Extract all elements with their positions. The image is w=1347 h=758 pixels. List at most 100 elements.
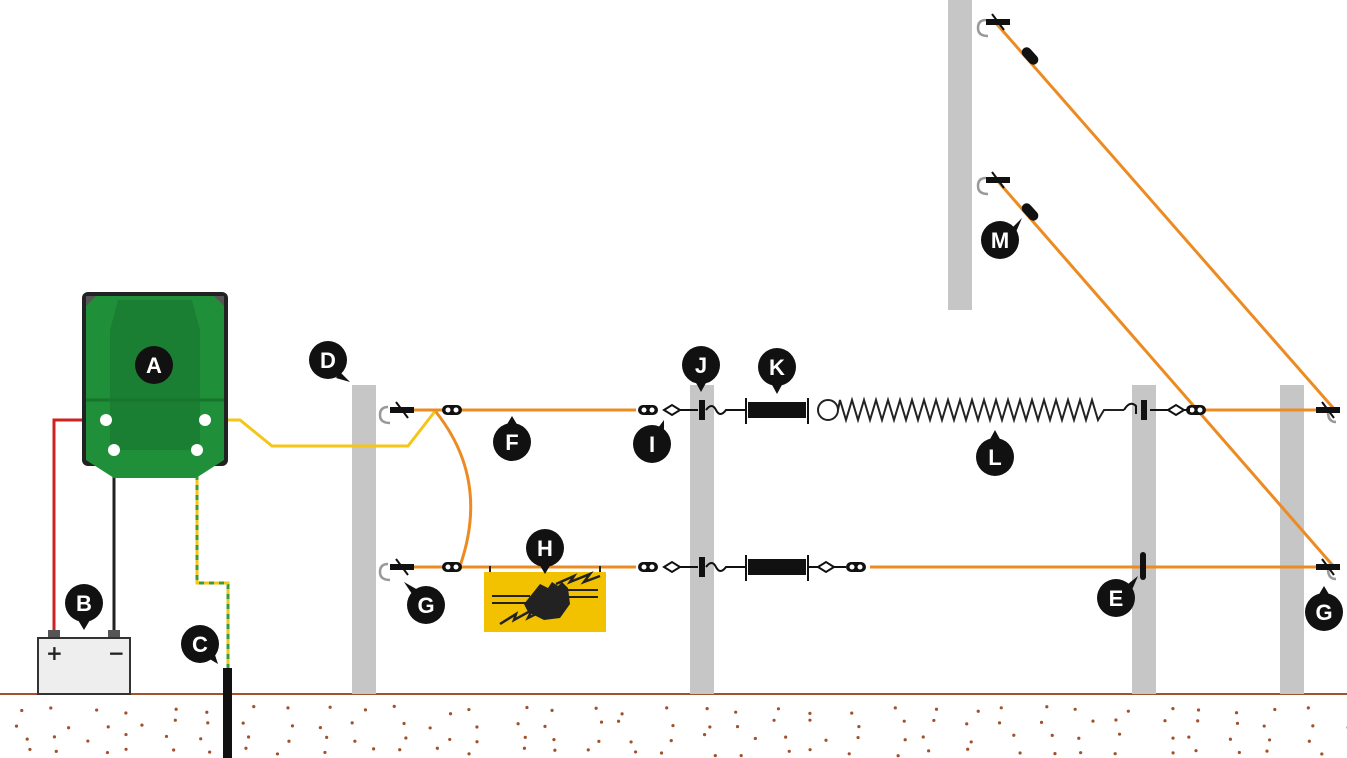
soil-dot [753,736,757,741]
soil-dot [174,707,178,711]
soil-dot [54,749,58,753]
gate-spring [705,405,746,415]
soil-dot [620,712,624,716]
soil-dot [475,725,479,729]
gate-spring [705,562,746,572]
soil-dot [665,706,669,710]
insulator-hole [453,564,459,570]
hook [976,176,989,196]
insulator [638,562,658,572]
ground-rod [223,668,232,758]
soil-dot [14,724,19,728]
warning-sign [484,566,606,632]
insulator-hole [445,407,451,413]
soil-dot [1194,749,1198,753]
soil-dot [1187,735,1191,739]
terminal [199,414,211,426]
soil-dot [856,735,860,740]
label-e: E [1097,576,1138,617]
soil-dot [275,752,280,756]
soil-dot [713,753,717,758]
hand-icon [524,582,570,620]
svg-text:F: F [505,430,518,455]
soil-dot [932,718,936,723]
soil-dot [241,721,245,725]
soil-dot [999,706,1003,710]
soil-dot [824,738,828,742]
soil-dot [1273,707,1277,712]
hook [1326,568,1337,581]
soil-dot [1306,706,1310,710]
soil-dot [1091,719,1095,723]
gate-hook [662,403,682,417]
label-i: I [633,420,671,463]
soil-dot [328,705,332,709]
label-m: M [981,218,1022,259]
soil-dot [1320,752,1324,756]
soil-dot [893,706,897,710]
soil-dot [1262,724,1266,728]
insulator-hole [649,407,655,413]
gate-bar [699,400,705,420]
soil-dot [435,746,439,750]
soil-dot [784,735,788,739]
soil-dot [966,747,970,751]
soil-dot [669,739,673,743]
soil-dot [172,748,176,752]
post-e [1132,385,1156,694]
soil-dot [124,732,128,737]
label-l: L [976,430,1014,476]
tension-spring [837,396,1124,424]
soil-dot [1171,706,1175,711]
battery-minus: − [108,641,125,665]
soil-dot [1117,732,1122,736]
energizer [82,292,228,478]
soil-dot [1267,738,1272,742]
soil-dot [1265,749,1269,753]
insulator-hole [1197,407,1203,413]
post-d [352,385,376,694]
soil-dot [105,750,110,755]
soil-dot [847,752,851,756]
svg-text:G: G [1315,600,1332,625]
svg-text:E: E [1109,586,1124,611]
end-clamp-bar [991,13,1005,31]
gate-hook [1150,403,1186,417]
label-j: J [682,346,720,392]
soil-dot [597,739,601,743]
soil-dot [448,737,452,742]
soil-dot [896,754,900,758]
soil-dot [164,734,169,739]
end-clamp-bar [395,401,409,419]
soil-dot [392,704,396,709]
insulator-hole [641,564,647,570]
soil-dot [850,711,854,715]
soil-dot [350,721,354,725]
soil-dot [1077,736,1081,740]
svg-text:J: J [695,353,707,378]
soil-dot [1126,709,1130,713]
hook [378,562,391,582]
gate-hook [662,560,682,574]
soil-dot [1307,739,1311,743]
end-clamp-bar [1321,558,1335,576]
soil-dot [1073,707,1077,711]
soil-dot [1237,750,1241,755]
soil-dot [1079,751,1083,755]
terminal [100,414,112,426]
diagonal-wires [993,21,1337,569]
soil-dot [28,747,32,752]
svg-text:G: G [417,593,434,618]
soil-dot [522,746,527,750]
gate-handle [748,559,806,575]
label-markers: A B C D E F G G H I J K L M [65,218,1343,664]
soil-dot [1235,721,1240,725]
soil-dot [659,751,664,755]
soil-dot [671,723,675,728]
soil-dot [353,739,357,743]
soil-dot [787,749,791,753]
hook [976,18,989,38]
soil-dot [244,746,248,750]
hook [1326,411,1337,424]
